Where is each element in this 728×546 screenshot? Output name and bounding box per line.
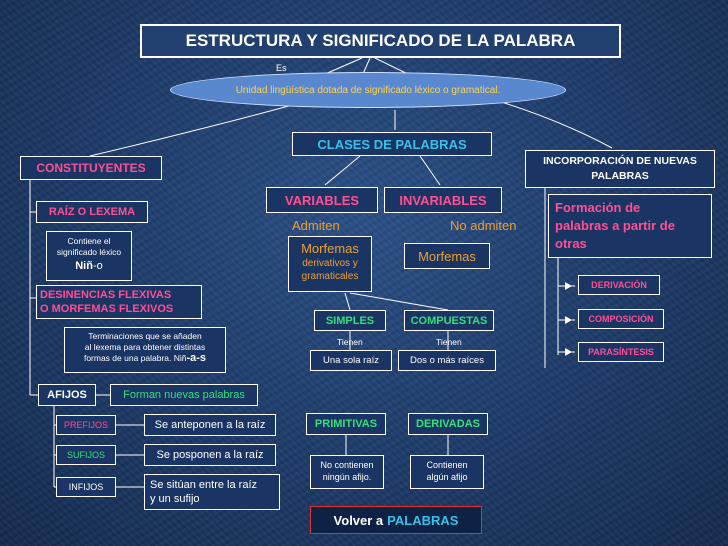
formacion-line2: palabras a partir de [555, 218, 675, 233]
primitivas-desc-line1: No contienen [320, 460, 374, 470]
morfemas-variables-desc2: gramaticales [301, 271, 359, 282]
sufijos-desc-box: Se posponen a la raíz [144, 444, 276, 466]
desinencias-desc-line1: Terminaciones que se añaden [88, 331, 202, 341]
prefijos-desc-box: Se anteponen a la raíz [144, 414, 276, 436]
desinencias-box: DESINENCIAS FLEXIVAS O MORFEMAS FLEXIVOS [36, 285, 202, 319]
sufijos-label: SUFIJOS [66, 450, 105, 460]
composicion-label: COMPOSICIÓN [588, 314, 654, 324]
volver-palabras-button[interactable]: Volver a PALABRAS [310, 506, 482, 534]
derivadas-desc-line1: Contienen [426, 460, 468, 470]
infijos-desc-line1: Se sitúan entre la raíz [150, 479, 258, 491]
prefijos-label: PREFIJOS [63, 420, 108, 430]
raiz-label: RAÍZ O LEXEMA [48, 206, 136, 218]
sufijos-desc: Se posponen a la raíz [156, 448, 264, 461]
sufijos-box: SUFIJOS [56, 445, 116, 465]
incorporacion-box: INCORPORACIÓN DE NUEVAS PALABRAS [525, 150, 715, 188]
raiz-desc-line2: significado léxico [56, 247, 122, 257]
morfemas-variables-desc1: derivativos y [302, 258, 358, 269]
tienen-simples: Tienen [337, 337, 363, 347]
derivadas-box: DERIVADAS [408, 413, 488, 435]
raiz-box: RAÍZ O LEXEMA [36, 201, 148, 223]
admiten-label: Admiten [292, 218, 340, 233]
clases-de-palabras-box: CLASES DE PALABRAS [292, 132, 492, 156]
tienen-compuestas: Tienen [436, 337, 462, 347]
derivadas-desc-box: Contienen algún afijo [410, 455, 484, 489]
es-label: Es [276, 63, 287, 73]
afijos-label: AFIJOS [47, 389, 87, 401]
simples-label: SIMPLES [325, 314, 375, 327]
simples-box: SIMPLES [314, 310, 386, 331]
raiz-example-suffix: -o [92, 260, 103, 272]
desinencias-desc-box: Terminaciones que se añaden al lexema pa… [64, 327, 226, 373]
composicion-box: COMPOSICIÓN [578, 309, 664, 329]
morfemas-invariables-box: Morfemas [404, 243, 490, 269]
no-admiten-label: No admiten [450, 218, 517, 233]
infijos-box: INFIJOS [56, 477, 116, 497]
parasintesis-label: PARASÍNTESIS [588, 347, 654, 357]
parasintesis-box: PARASÍNTESIS [578, 342, 664, 362]
constituyentes-box: CONSTITUYENTES [20, 156, 162, 180]
derivacion-box: DERIVACIÓN [578, 275, 660, 295]
invariables-label: INVARIABLES [399, 192, 487, 208]
primitivas-desc-box: No contienen ningún afijo. [310, 455, 384, 489]
primitivas-box: PRIMITIVAS [306, 413, 386, 435]
prefijos-box: PREFIJOS [56, 415, 116, 435]
formacion-line1: Formación de [555, 200, 641, 215]
invariables-box: INVARIABLES [384, 187, 502, 213]
compuestas-label: COMPUESTAS [410, 314, 488, 327]
primitivas-desc-line2: ningún afijo. [322, 472, 372, 482]
infijos-desc-line2: y un sufijo [150, 493, 200, 505]
desinencias-example-suffix: -a-s [186, 352, 207, 364]
primitivas-label: PRIMITIVAS [314, 418, 378, 430]
incorporacion-line2: PALABRAS [591, 170, 649, 182]
dos-raices-label: Dos o más raíces [410, 355, 484, 366]
afijos-desc: Forman nuevas palabras [123, 389, 245, 401]
constituyentes-label: CONSTITUYENTES [36, 161, 146, 175]
raiz-desc-box: Contiene el significado léxico Niñ-o [46, 231, 132, 281]
definition-ellipse: Unidad lingüística dotada de significado… [170, 72, 566, 108]
dos-raices-box: Dos o más raíces [398, 350, 496, 371]
derivadas-desc-line2: algún afijo [426, 472, 468, 482]
compuestas-box: COMPUESTAS [404, 310, 494, 331]
desinencias-line2: O MORFEMAS FLEXIVOS [40, 303, 174, 315]
morfemas-invariables-label: Morfemas [418, 248, 476, 264]
afijos-desc-box: Forman nuevas palabras [110, 384, 258, 406]
infijos-desc-box: Se sitúan entre la raíz y un sufijo [144, 474, 280, 510]
afijos-box: AFIJOS [38, 384, 96, 406]
morfemas-variables-box: Morfemas derivativos y gramaticales [288, 236, 372, 292]
desinencias-desc-line2: al lexema para obtener distintas [84, 342, 206, 352]
definition-text: Unidad lingüística dotada de significado… [235, 84, 501, 96]
incorporacion-line1: INCORPORACIÓN DE NUEVAS [543, 155, 697, 167]
formacion-line3: otras [555, 236, 587, 251]
variables-box: VARIABLES [266, 187, 378, 213]
infijos-label: INFIJOS [68, 482, 104, 492]
una-raiz-label: Una sola raíz [323, 355, 379, 366]
una-raiz-box: Una sola raíz [310, 350, 392, 371]
volver-link[interactable]: PALABRAS [387, 512, 459, 528]
variables-label: VARIABLES [284, 192, 360, 208]
derivadas-label: DERIVADAS [416, 418, 480, 430]
morfemas-variables-label: Morfemas [301, 241, 359, 256]
volver-prefix: Volver a [333, 512, 384, 528]
formacion-box: Formación de palabras a partir de otras [548, 194, 712, 258]
page-title: ESTRUCTURA Y SIGNIFICADO DE LA PALABRA [140, 24, 621, 58]
prefijos-desc: Se anteponen a la raíz [154, 418, 266, 431]
desinencias-line1: DESINENCIAS FLEXIVAS [40, 289, 172, 301]
desinencias-desc-line3: formas de una palabra. Niñ [83, 353, 187, 363]
raiz-example: Niñ [75, 260, 93, 272]
raiz-desc-line1: Contiene el [67, 236, 111, 246]
derivacion-label: DERIVACIÓN [591, 280, 647, 290]
